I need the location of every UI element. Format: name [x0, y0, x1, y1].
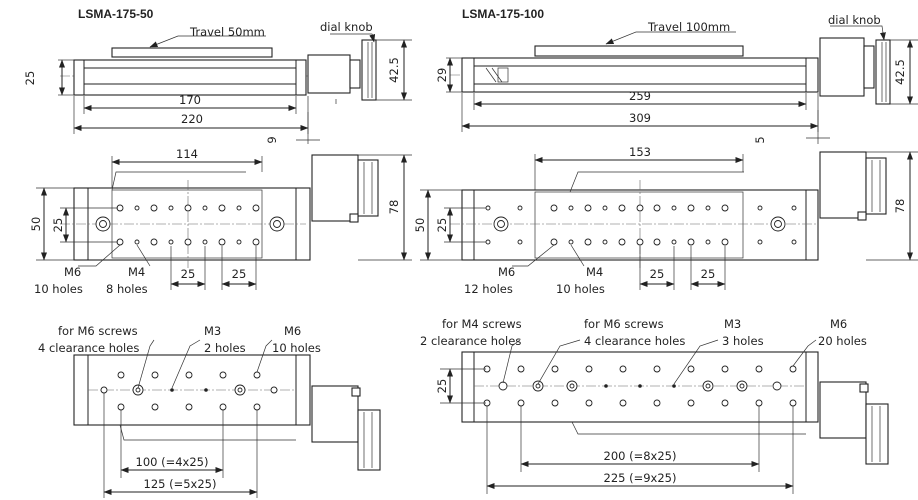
- left-bottom-clear-label: for M6 screws: [58, 324, 138, 338]
- right-rail-length-dim: 259: [629, 89, 651, 103]
- left-top-inner-dim: 25: [51, 218, 65, 233]
- left-bottom-m6-label: M6: [284, 324, 301, 338]
- right-bottom-dim-a: 200 (=8x25): [604, 449, 677, 463]
- right-bottom-clear-label: for M4 screws: [442, 317, 522, 331]
- left-top-m4-count: 8 holes: [106, 282, 148, 296]
- right-top-m6-count: 12 holes: [464, 282, 513, 296]
- right-motor-housing: [819, 37, 865, 97]
- right-bottom-m6-label: M6: [830, 317, 847, 331]
- model-title-left: LSMA-175-50: [78, 7, 154, 21]
- left-bottom-m3-count: 2 holes: [204, 341, 246, 355]
- left-bottom-view: for M6 screws 4 clearance holes M3 2 hol…: [38, 324, 381, 498]
- right-top-pitch-b: 25: [701, 267, 716, 281]
- right-top-m4-count: 10 holes: [556, 282, 605, 296]
- right-travel-label: Travel 100mm: [647, 20, 730, 34]
- right-total-length-dim: 309: [629, 111, 651, 125]
- right-top-span-dim: 153: [629, 145, 651, 159]
- right-bottom-clear-count: 2 clearance holes: [420, 334, 521, 348]
- right-top-m6-label: M6: [498, 265, 515, 279]
- left-top-pitch-b: 25: [232, 267, 247, 281]
- right-bottom-clear6-count: 4 clearance holes: [584, 334, 685, 348]
- left-dial-knob: [361, 39, 377, 101]
- right-bottom-m3-count: 3 holes: [722, 334, 764, 348]
- model-title-right: LSMA-175-100: [462, 7, 544, 21]
- left-total-length-dim: 220: [181, 112, 203, 126]
- left-travel-label: Travel 50mm: [189, 25, 265, 39]
- right-bottom-knob: [865, 403, 889, 465]
- left-side-view: Travel 50mm dial knob 25 42.5 170 220 9: [23, 20, 412, 144]
- right-carriage-plate: [534, 45, 744, 57]
- left-knob-height-dim: 42.5: [387, 57, 401, 83]
- left-top-m6-count: 10 holes: [34, 282, 83, 296]
- right-bottom-m6-count: 20 holes: [818, 334, 867, 348]
- right-dial-knob: [875, 39, 891, 105]
- right-knob-label: dial knob: [828, 13, 881, 27]
- left-rail-length-dim: 170: [179, 93, 201, 107]
- right-top-m4-label: M4: [586, 265, 603, 279]
- right-bottom-dim-b: 225 (=9x25): [604, 471, 677, 485]
- left-bottom-m6-count: 10 holes: [272, 341, 321, 355]
- left-bottom-motor: [311, 385, 359, 443]
- right-top-depth-dim: 78: [893, 199, 907, 214]
- right-top-pitch-a: 25: [650, 267, 665, 281]
- right-base-rail: [461, 57, 819, 93]
- left-top-depth-dim: 78: [387, 200, 401, 215]
- right-top-knob: [865, 157, 887, 215]
- right-bottom-inner-dim: 25: [435, 379, 449, 394]
- right-top-motor: [819, 151, 867, 219]
- left-top-motor: [311, 154, 359, 222]
- left-top-width-dim: 50: [29, 217, 43, 232]
- left-bottom-m3-label: M3: [204, 324, 221, 338]
- left-top-knob: [357, 159, 379, 217]
- right-side-view: Travel 100mm dial knob 29 42.5 259 309 5: [435, 13, 918, 144]
- right-bottom-motor: [819, 381, 867, 439]
- left-knob-label: dial knob: [320, 20, 373, 34]
- right-knob-height-dim: 42.5: [893, 59, 907, 85]
- right-top-inner-dim: 25: [435, 218, 449, 233]
- right-bottom-m3-label: M3: [724, 317, 741, 331]
- left-bottom-hole-grid: [100, 371, 278, 411]
- left-motor-housing: [307, 54, 351, 94]
- left-base-rail: [73, 59, 307, 96]
- right-bottom-hole-grid: [483, 365, 797, 407]
- left-top-span-dim: 114: [176, 147, 198, 161]
- right-offset-dim: 5: [753, 136, 767, 143]
- left-height-dim: 25: [23, 71, 37, 86]
- right-top-width-dim: 50: [413, 218, 427, 233]
- left-top-m6-label: M6: [64, 265, 81, 279]
- left-offset-dim: 9: [265, 136, 279, 143]
- left-bottom-knob: [357, 409, 381, 471]
- right-top-hole-grid: [550, 204, 729, 246]
- left-carriage-plate: [111, 47, 273, 58]
- left-bottom-dim-a: 100 (=4x25): [136, 455, 209, 469]
- right-side-section-hatch: [485, 67, 509, 83]
- right-bottom-clear6-label: for M6 screws: [584, 317, 664, 331]
- left-top-pitch-a: 25: [181, 267, 196, 281]
- left-top-m4-label: M4: [128, 265, 145, 279]
- left-top-hole-grid: [116, 204, 260, 246]
- left-bottom-dim-b: 125 (=5x25): [144, 477, 217, 491]
- right-bottom-view: 25 for M4 screws 2 clearance holes for M…: [420, 317, 889, 494]
- left-bottom-clear-count: 4 clearance holes: [38, 341, 139, 355]
- left-top-view: 114 50 25 78 M6 10 holes M4 8 holes 25 2…: [29, 147, 412, 296]
- right-top-view: 153 50 25 78 M6 12 holes M4 10 holes 25 …: [413, 145, 918, 296]
- right-height-dim: 29: [435, 68, 449, 83]
